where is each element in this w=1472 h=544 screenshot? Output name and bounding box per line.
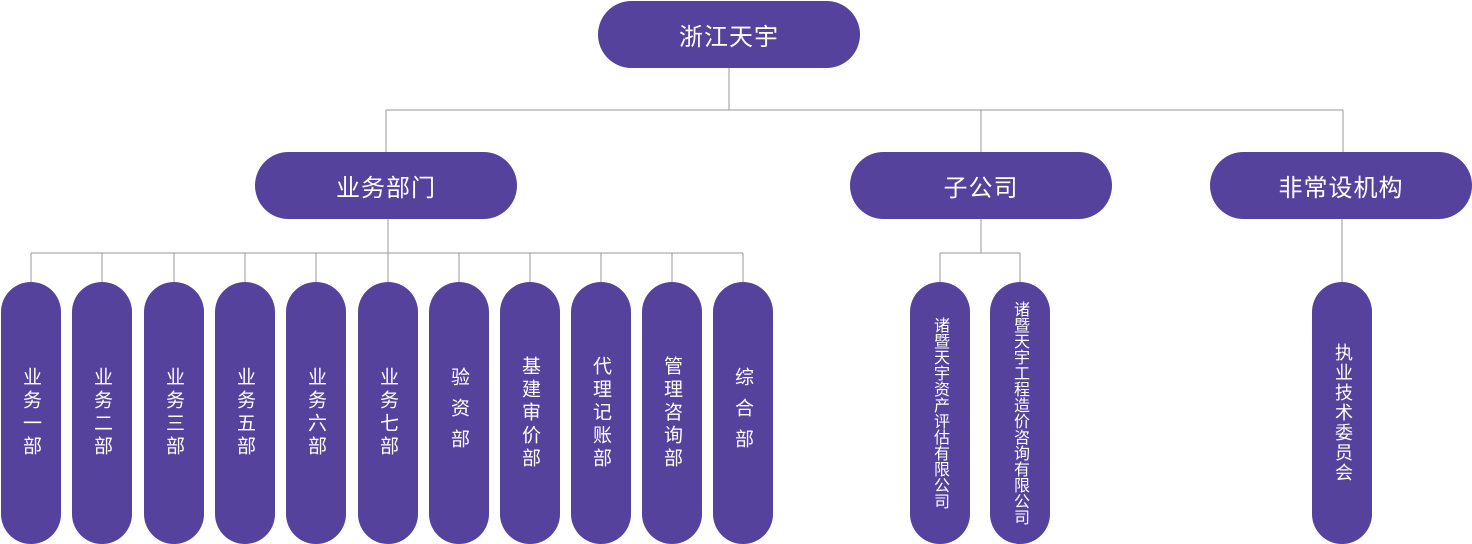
node-label: 代理记账部 (590, 355, 612, 471)
node-construction-audit: 基建审价部 (500, 282, 560, 544)
node-label: 业务三部 (163, 367, 185, 459)
node-root: 浙江天宇 (598, 1, 860, 68)
node-label: 业务一部 (20, 367, 42, 459)
node-capital-verification: 验资部 (429, 282, 489, 544)
node-label: 子公司 (943, 174, 1019, 202)
node-business-unit-2: 业务二部 (72, 282, 132, 544)
node-business-unit-5: 业务五部 (215, 282, 275, 544)
node-label: 综合部 (732, 366, 754, 460)
node-label: 业务部门 (336, 174, 436, 202)
node-label: 业务五部 (234, 367, 256, 459)
node-label: 浙江天宇 (679, 23, 779, 51)
node-label: 业务二部 (91, 367, 113, 459)
node-label: 管理咨询部 (661, 355, 683, 471)
node-technical-committee: 执业技术委员会 (1312, 282, 1372, 544)
node-label: 执业技术委员会 (1332, 343, 1353, 483)
node-business-unit-7: 业务七部 (358, 282, 418, 544)
node-bookkeeping: 代理记账部 (571, 282, 631, 544)
node-label: 基建审价部 (519, 355, 541, 471)
node-non-permanent: 非常设机构 (1210, 152, 1472, 219)
node-business-unit-3: 业务三部 (144, 282, 204, 544)
node-label: 诸暨天宇资产评估有限公司 (931, 317, 950, 509)
node-subsidiaries: 子公司 (850, 152, 1112, 219)
node-subsidiary-cost-consulting: 诸暨天宇工程造价咨询有限公司 (990, 282, 1050, 544)
node-business-unit-6: 业务六部 (286, 282, 346, 544)
node-label: 业务六部 (305, 367, 327, 459)
node-subsidiary-appraisal: 诸暨天宇资产评估有限公司 (910, 282, 970, 544)
node-label: 非常设机构 (1278, 174, 1404, 202)
node-general-affairs: 综合部 (713, 282, 773, 544)
node-business-departments: 业务部门 (255, 152, 517, 219)
node-label: 验资部 (448, 366, 470, 460)
node-business-unit-1: 业务一部 (1, 282, 61, 544)
node-label: 诸暨天宇工程造价咨询有限公司 (1011, 301, 1030, 525)
node-label: 业务七部 (377, 367, 399, 459)
node-management-consulting: 管理咨询部 (642, 282, 702, 544)
